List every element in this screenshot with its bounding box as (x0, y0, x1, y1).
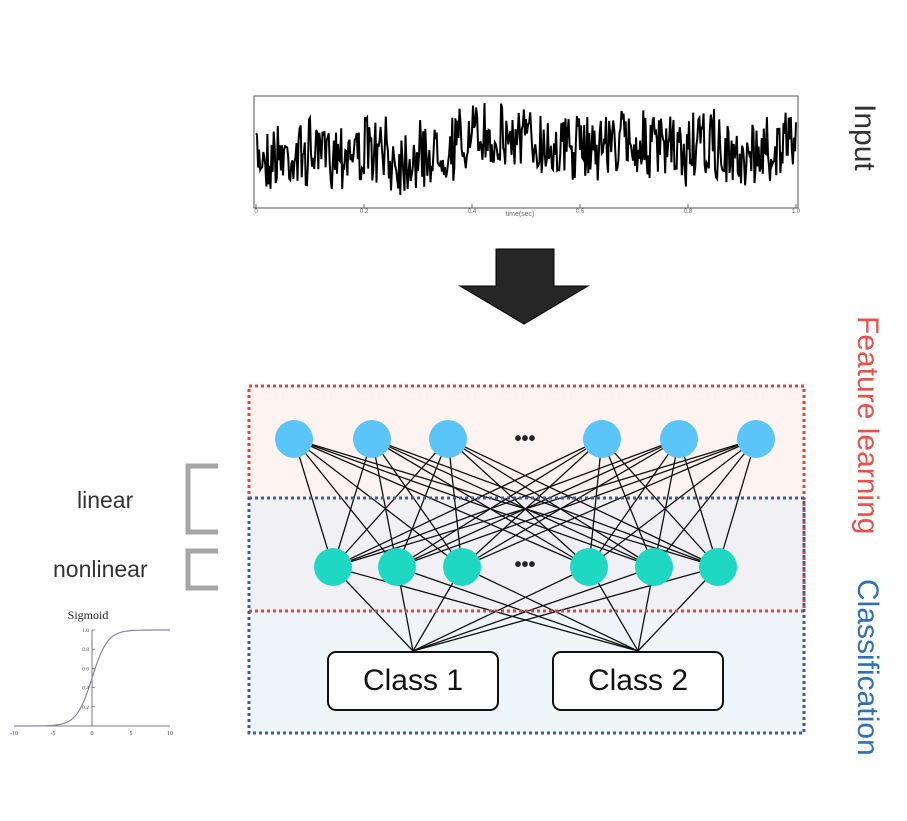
sigmoid-x-tick-label: -10 (10, 731, 18, 737)
hidden-node (570, 548, 608, 586)
connection-line (588, 438, 680, 568)
input-node (429, 420, 467, 458)
sigmoid-x-tick-label: 10 (167, 731, 173, 737)
hidden-node (378, 548, 416, 586)
connection-line (293, 438, 398, 568)
signal-tick-label: 0.2 (360, 209, 369, 215)
connection-line (396, 566, 639, 652)
sigmoid-x-tick-label: -5 (51, 731, 56, 737)
connection-line (601, 438, 655, 568)
connection-line (447, 438, 719, 568)
connection-line (717, 438, 757, 568)
signal-tick-label: 0.8 (684, 209, 693, 215)
sigmoid-curve (14, 629, 170, 727)
hidden-node (443, 548, 481, 586)
connections-input-hidden (293, 438, 757, 568)
input-node (583, 420, 621, 458)
nonlinear-bracket (185, 548, 218, 591)
sigmoid-y-tick-label: 0.6 (82, 666, 89, 672)
sigmoid-title: Sigmoid (68, 608, 109, 622)
connection-line (332, 438, 603, 568)
connection-line (412, 566, 719, 652)
nonlinear-label: nonlinear (53, 556, 148, 582)
connection-line (653, 438, 757, 568)
sigmoid-y-tick-label: 0.8 (82, 647, 89, 653)
sigmoid-x-ticks: -10 -5 0 5 10 (10, 731, 173, 737)
connection-line (396, 438, 757, 568)
connection-line (293, 438, 463, 568)
signal-xlabel: time(sec) (506, 211, 535, 218)
connection-line (293, 438, 334, 568)
input-node (353, 420, 391, 458)
linear-bracket (185, 463, 218, 535)
input-signal-plot: 0 0.2 0.4 0.6 0.8 1.0 time(sec) (253, 95, 801, 218)
connections-hidden-class (332, 566, 719, 652)
connection-line (412, 566, 655, 652)
class-1-box: Class 1 (327, 651, 499, 711)
hidden-node (635, 548, 673, 586)
connection-line (371, 438, 463, 568)
connection-line (447, 438, 463, 568)
input-node (275, 420, 313, 458)
linear-label: linear (77, 487, 134, 513)
connection-line (371, 438, 655, 568)
connection-line (588, 438, 603, 568)
connection-line (461, 438, 680, 568)
connection-line (332, 438, 373, 568)
signal-tick-label: 1.0 (792, 209, 801, 215)
connection-line (332, 438, 449, 568)
input-node (737, 420, 775, 458)
connection-line (332, 438, 757, 568)
sigmoid-y-tick-label: 0.2 (82, 705, 89, 711)
signal-tick-label: 0.6 (576, 209, 585, 215)
hidden-layer (314, 548, 737, 586)
down-arrow (458, 248, 590, 325)
input-label: Input (848, 104, 881, 171)
sigmoid-plot: Sigmoid -10 -5 0 5 10 0.2 0.4 0.6 0.8 1.0 (10, 608, 173, 737)
input-layer (275, 420, 775, 458)
sigmoid-y-tick-label: 0.4 (82, 686, 89, 692)
connection-line (293, 438, 590, 568)
input-node (660, 420, 698, 458)
connection-line (332, 566, 639, 652)
hidden-layer-ellipsis: ••• (514, 554, 535, 576)
classification-label: Classification (851, 579, 884, 756)
hidden-node (699, 548, 737, 586)
sigmoid-y-tick-label: 1.0 (82, 628, 89, 634)
connection-line (447, 438, 590, 568)
connection-line (653, 438, 680, 568)
signal-tick-label: 0 (254, 209, 258, 215)
hidden-node (314, 548, 352, 586)
connection-line (293, 438, 655, 568)
signal-waveform (255, 102, 797, 195)
connection-line (461, 566, 639, 652)
feature-learning-label: Feature learning (851, 316, 884, 535)
connection-line (461, 438, 757, 568)
connection-line (396, 438, 603, 568)
sigmoid-y-ticks: 0.2 0.4 0.6 0.8 1.0 (82, 628, 95, 711)
connection-line (332, 438, 680, 568)
classification-border (247, 496, 806, 735)
connection-line (371, 438, 398, 568)
input-layer-ellipsis: ••• (514, 428, 535, 450)
connection-line (588, 438, 757, 568)
sigmoid-x-tick-label: 5 (130, 731, 133, 737)
connection-line (396, 438, 680, 568)
signal-tick-label: 0.4 (468, 209, 477, 215)
connection-line (461, 438, 603, 568)
connection-line (412, 566, 590, 652)
connection-line (332, 566, 414, 652)
connection-line (637, 566, 719, 652)
sigmoid-x-tick-label: 0 (91, 731, 94, 737)
class-2-box: Class 2 (552, 651, 724, 711)
signal-x-ticks: 0 0.2 0.4 0.6 0.8 1.0 (254, 204, 801, 215)
connection-line (371, 438, 590, 568)
connection-line (447, 438, 655, 568)
